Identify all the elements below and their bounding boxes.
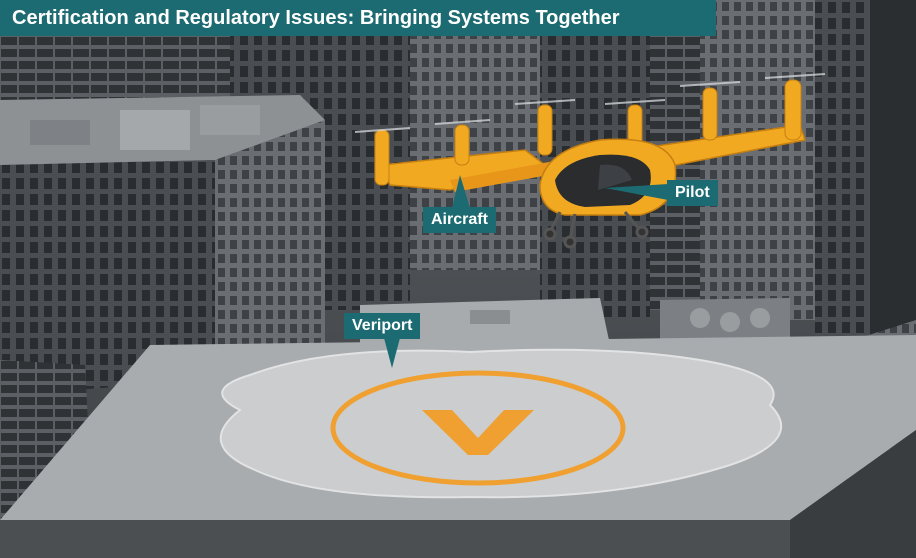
page-title: Certification and Regulatory Issues: Bri… bbox=[0, 0, 716, 36]
veriport-v-marking bbox=[422, 410, 534, 455]
veriport-pad[interactable] bbox=[219, 348, 782, 499]
veriport-callout: Veriport bbox=[344, 313, 421, 339]
left-building bbox=[0, 95, 325, 395]
aircraft-callout: Aircraft bbox=[423, 207, 496, 233]
callout-pointers bbox=[384, 175, 668, 368]
pilot-callout: Pilot bbox=[667, 180, 718, 206]
middle-rooftop bbox=[360, 298, 790, 352]
pilot-figure bbox=[598, 164, 632, 190]
aircraft[interactable] bbox=[354, 73, 826, 249]
